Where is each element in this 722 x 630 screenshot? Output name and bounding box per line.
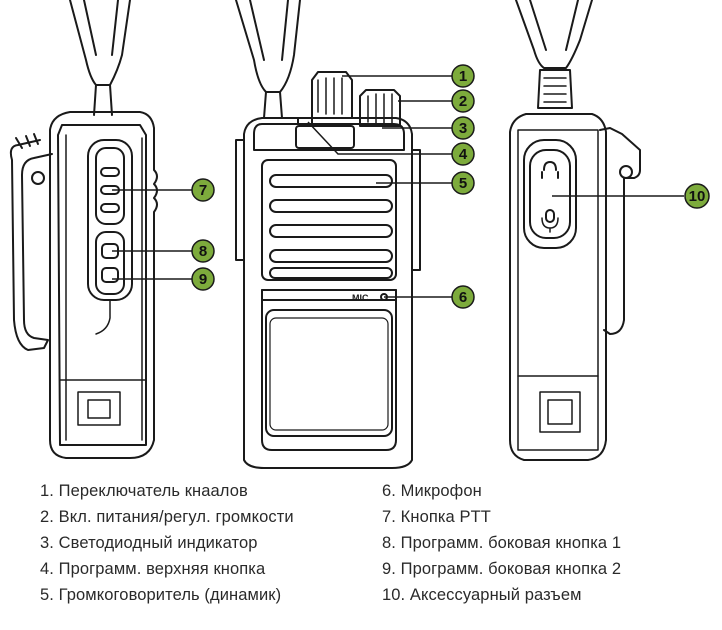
callout-2: 2 [451, 89, 475, 113]
callout-6: 6 [451, 285, 475, 309]
svg-text:4: 4 [459, 146, 468, 163]
callout-10: 10 [684, 183, 710, 209]
svg-text:1: 1 [459, 68, 467, 85]
legend-item-5: 5. Громкоговоритель (динамик) [40, 586, 282, 604]
legend-item-9: 9. Программ. боковая кнопка 2 [382, 560, 622, 578]
svg-text:6: 6 [459, 289, 467, 306]
leader-lines [112, 75, 684, 298]
mic-label: MIC [352, 293, 369, 303]
svg-text:7: 7 [199, 182, 207, 199]
svg-text:9: 9 [199, 271, 207, 288]
legend: 1. Переключатель кнаалов 2. Вкл. питания… [0, 478, 722, 628]
legend-left-column: 1. Переключатель кнаалов 2. Вкл. питания… [40, 478, 360, 608]
radio-diagram: MIC 1 2 3 4 5 [9, 0, 710, 469]
callout-3: 3 [451, 116, 475, 140]
legend-item-2: 2. Вкл. питания/регул. громкости [40, 508, 294, 526]
legend-item-6: 6. Микрофон [382, 482, 482, 500]
callout-1: 1 [451, 64, 475, 88]
svg-text:8: 8 [199, 243, 207, 260]
legend-item-1: 1. Переключатель кнаалов [40, 482, 248, 500]
svg-text:3: 3 [459, 120, 467, 137]
legend-right-column: 6. Микрофон 7. Кнопка PTT 8. Программ. б… [382, 478, 702, 608]
radio-side-view [9, 0, 158, 459]
legend-item-3: 3. Светодиодный индикатор [40, 534, 258, 552]
callout-8: 8 [191, 239, 215, 263]
radio-front-view [235, 0, 421, 469]
legend-item-7: 7. Кнопка PTT [382, 508, 491, 526]
svg-text:5: 5 [459, 175, 467, 192]
legend-item-8: 8. Программ. боковая кнопка 1 [382, 534, 622, 552]
callout-5: 5 [451, 171, 475, 195]
svg-text:2: 2 [459, 93, 467, 110]
callouts: 1 2 3 4 5 6 7 8 [191, 64, 710, 309]
legend-item-10: 10. Аксессуарный разъем [382, 586, 582, 604]
radio-back-view [509, 0, 641, 461]
svg-text:10: 10 [689, 188, 706, 205]
callout-4: 4 [451, 142, 475, 166]
leader-4 [307, 121, 452, 155]
legend-item-4: 4. Программ. верхняя кнопка [40, 560, 266, 578]
callout-7: 7 [191, 178, 215, 202]
callout-9: 9 [191, 267, 215, 291]
